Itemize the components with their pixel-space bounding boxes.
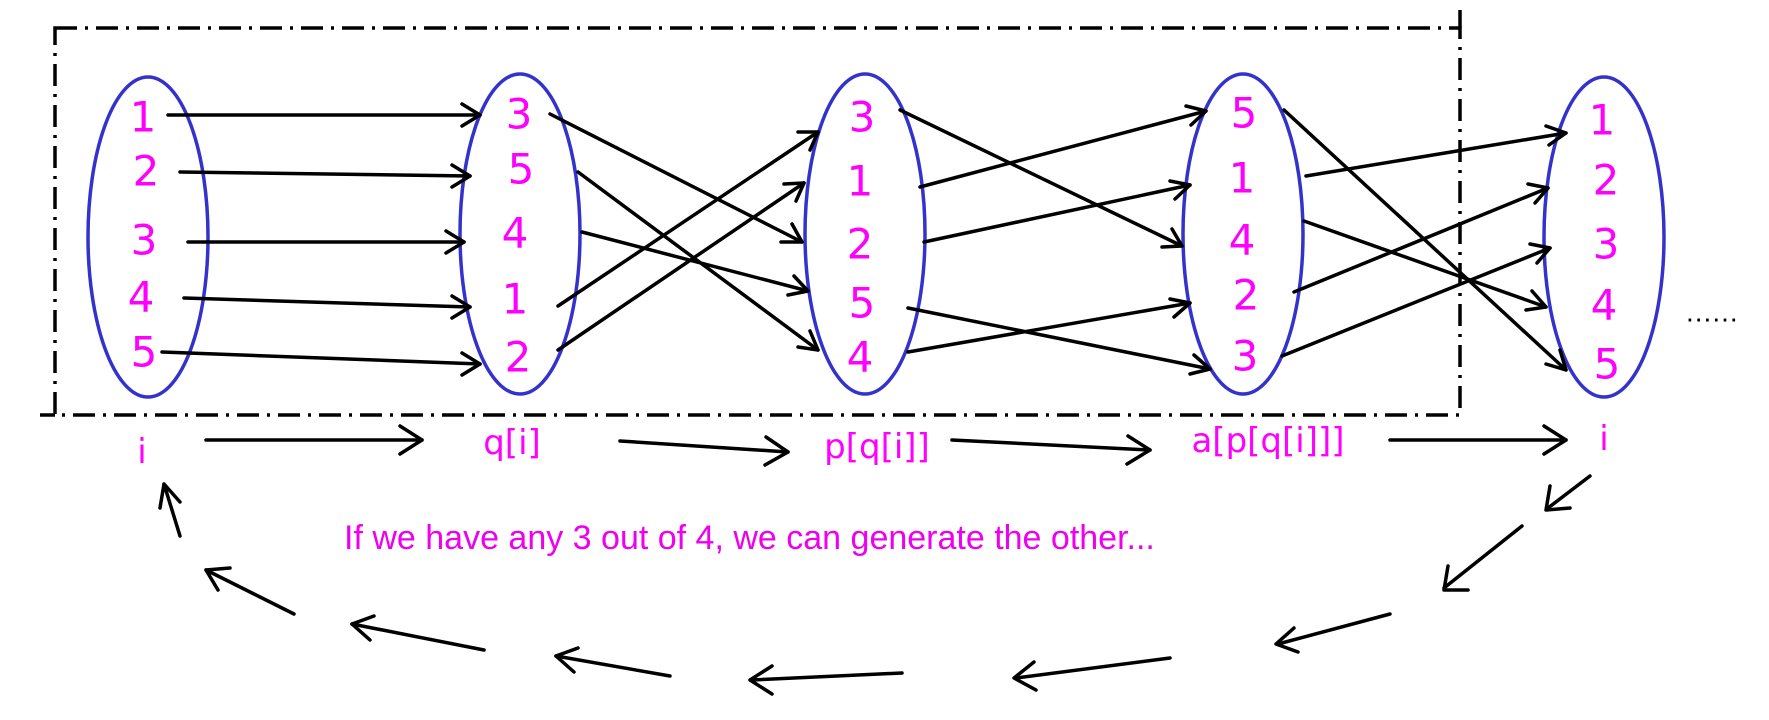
ellipse-col-5 bbox=[1542, 75, 1666, 399]
value-col1-2: 2 bbox=[133, 147, 160, 196]
arrow-p2-to-a2 bbox=[922, 179, 1192, 244]
mapping-arrows bbox=[160, 102, 1568, 377]
arrow-a3-to-i3 bbox=[1280, 242, 1552, 358]
caption-text: If we have any 3 out of 4, we can genera… bbox=[344, 519, 1155, 557]
grouping-box-corner bbox=[40, 10, 1462, 417]
arrow-p5-to-a5 bbox=[906, 306, 1212, 376]
value-col2-1: 3 bbox=[506, 90, 533, 139]
column-1-values: 1 2 3 4 5 bbox=[128, 93, 160, 377]
label-col-2: q[i] bbox=[483, 423, 541, 463]
arrow-1-to-3 bbox=[166, 102, 482, 128]
value-col5-2: 2 bbox=[1593, 156, 1620, 205]
arrow-q4-to-p4 bbox=[580, 230, 810, 297]
label-flow-arrows bbox=[204, 424, 1568, 467]
loop-arrow-3 bbox=[1274, 612, 1392, 654]
value-col2-2: 5 bbox=[508, 145, 535, 194]
flow-arrow-p-to-a bbox=[950, 434, 1152, 466]
column-4-values: 5 1 4 2 3 bbox=[1229, 89, 1260, 381]
flow-arrow-i-to-q bbox=[204, 424, 424, 456]
value-col4-2: 1 bbox=[1229, 154, 1256, 203]
arrow-4-to-1 bbox=[182, 294, 472, 320]
arrow-p3-to-a3 bbox=[898, 108, 1184, 249]
arrow-q2-to-p2 bbox=[556, 181, 806, 352]
loop-arrow-8 bbox=[204, 566, 296, 616]
loop-arrow-9 bbox=[158, 482, 182, 538]
column-2-values: 3 5 4 1 2 bbox=[502, 90, 535, 382]
continuation-dots: ...... bbox=[1686, 297, 1739, 328]
value-col3-2: 1 bbox=[847, 157, 874, 206]
loop-arrow-1 bbox=[1544, 474, 1592, 512]
ellipse-col-3 bbox=[803, 72, 927, 396]
ellipse-col-4 bbox=[1181, 72, 1305, 396]
value-col4-5: 3 bbox=[1232, 332, 1259, 381]
return-loop-arrows bbox=[158, 474, 1592, 696]
label-col-3: p[q[i]] bbox=[824, 427, 930, 467]
arrow-q1-to-p1 bbox=[556, 130, 820, 308]
flow-arrow-a-to-i bbox=[1388, 424, 1568, 456]
label-col-1: i bbox=[137, 432, 146, 472]
arrow-p4-to-a4 bbox=[906, 297, 1192, 354]
arrow-a2-to-i2 bbox=[1292, 182, 1550, 294]
label-col-5: i bbox=[1599, 419, 1608, 459]
loop-arrow-7 bbox=[350, 614, 486, 652]
value-col2-5: 2 bbox=[505, 333, 532, 382]
value-col1-4: 4 bbox=[128, 273, 155, 322]
column-3-values: 3 1 2 5 4 bbox=[847, 93, 876, 382]
value-col5-4: 4 bbox=[1591, 281, 1618, 330]
column-5-values: 1 2 3 4 5 bbox=[1589, 96, 1621, 389]
arrow-p1-to-a1 bbox=[918, 104, 1208, 189]
value-col1-3: 3 bbox=[131, 216, 158, 265]
arrow-a1-to-i1 bbox=[1304, 124, 1568, 178]
loop-arrow-5 bbox=[748, 664, 904, 696]
flow-arrow-q-to-p bbox=[618, 435, 790, 467]
loop-arrow-6 bbox=[554, 646, 672, 678]
value-col5-3: 3 bbox=[1593, 220, 1620, 269]
value-col4-1: 5 bbox=[1231, 89, 1258, 138]
arrow-a4-to-i4 bbox=[1302, 219, 1548, 312]
label-col-4: a[p[q[i]]] bbox=[1191, 421, 1344, 461]
value-col4-4: 2 bbox=[1233, 271, 1260, 320]
value-col2-3: 4 bbox=[502, 209, 529, 258]
arrow-q3-to-p3 bbox=[548, 112, 804, 244]
value-col3-3: 2 bbox=[847, 220, 874, 269]
value-col1-1: 1 bbox=[130, 93, 157, 142]
value-col3-4: 5 bbox=[849, 279, 876, 328]
arrow-5-to-2 bbox=[160, 350, 482, 377]
arrow-3-to-4 bbox=[186, 229, 466, 255]
value-col4-3: 4 bbox=[1229, 216, 1256, 265]
value-col3-1: 3 bbox=[849, 93, 876, 142]
ellipse-col-1 bbox=[86, 75, 210, 399]
grouping-box bbox=[53, 26, 1462, 417]
arrow-2-to-5 bbox=[178, 163, 472, 189]
value-col3-5: 4 bbox=[847, 333, 874, 382]
value-col2-4: 1 bbox=[502, 275, 529, 324]
value-col5-5: 5 bbox=[1594, 340, 1621, 389]
ellipse-col-2 bbox=[458, 72, 582, 396]
loop-arrow-2 bbox=[1442, 524, 1524, 592]
value-col1-5: 5 bbox=[131, 328, 158, 377]
value-col5-1: 1 bbox=[1589, 96, 1616, 145]
loop-arrow-4 bbox=[1012, 656, 1172, 692]
